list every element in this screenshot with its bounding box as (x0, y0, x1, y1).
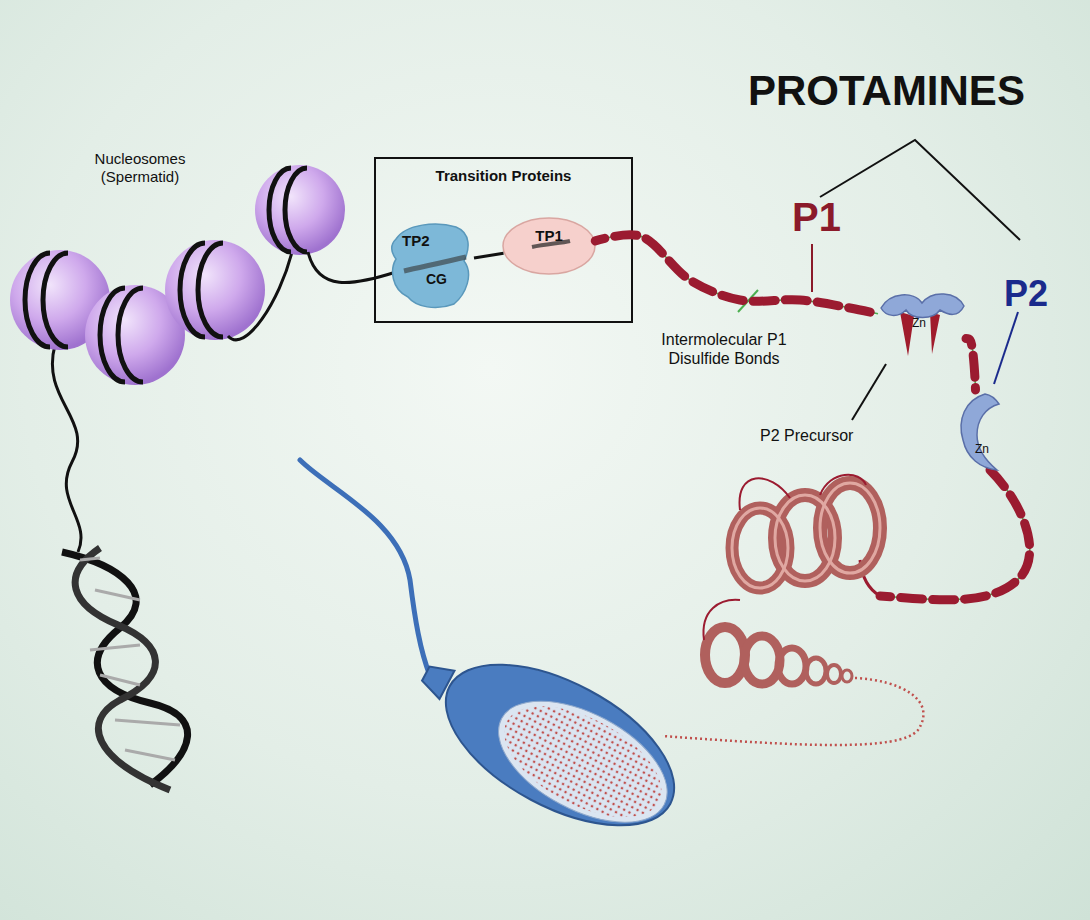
toroid (842, 670, 852, 682)
dna-wrap (100, 288, 143, 382)
linker-dna (228, 252, 292, 340)
annotation-label: P1 (792, 193, 841, 241)
helix-rung (125, 750, 175, 760)
toroid-link (740, 475, 866, 510)
protein-ellipse: TP1 (502, 217, 596, 275)
protein-blob: TP2CG (386, 219, 474, 311)
helix-rung (90, 645, 140, 650)
helix-rungs (80, 558, 180, 760)
protamine-beads (880, 470, 1030, 600)
toroid-highlight (820, 483, 880, 573)
packed-chromatin (487, 683, 679, 840)
dna-strand (474, 253, 503, 258)
helix-rung (115, 720, 180, 725)
nucleosome (255, 165, 345, 255)
leader-line (994, 312, 1018, 384)
toroid (827, 665, 841, 683)
protamine-toroids (703, 475, 880, 684)
bracket (820, 140, 1020, 240)
node-text: Transition Proteins (376, 167, 631, 184)
nucleosomes (10, 165, 345, 385)
node-text: CG (426, 271, 447, 287)
tp1-ellipse (503, 218, 595, 274)
annotation-label: Nucleosomes (Spermatid) (80, 150, 200, 186)
linker-dna (308, 252, 396, 283)
helix-rung (100, 675, 140, 685)
protamine-beads (966, 339, 975, 390)
helix-rung (80, 558, 100, 560)
annotation-label: P2 (1004, 272, 1048, 315)
protamine-beads (595, 235, 975, 390)
nucleosome (165, 240, 265, 340)
dna-wrap (269, 168, 307, 252)
toroid-highlight (775, 495, 835, 581)
helix-rung (95, 590, 140, 600)
toroid-link (703, 600, 740, 640)
toroid-highlight (732, 508, 788, 588)
nucleus (479, 676, 687, 847)
toroid (806, 658, 826, 684)
dna-helix (62, 548, 188, 790)
dotted-chromatin (662, 678, 923, 745)
dna-wrap (180, 243, 223, 337)
node-text: Zn (912, 316, 926, 330)
helix-strand (62, 552, 188, 785)
dna-strand (52, 345, 81, 552)
leader-line (738, 290, 758, 312)
leader-line (852, 364, 886, 420)
connectors (474, 235, 975, 390)
protamine-linker (880, 470, 1030, 600)
transition-box: TP2CG TP1 Transition Proteins (374, 157, 633, 323)
p2-precursor-body (881, 294, 964, 318)
dna-wrap (25, 253, 68, 347)
toroid (778, 648, 806, 684)
protamine-linker (966, 339, 975, 390)
p2-precursor-spike (900, 312, 940, 356)
node-shape (955, 390, 1005, 472)
sperm-head (397, 619, 700, 859)
zinc-site: Zn (878, 288, 966, 358)
sperm-head-outline (421, 632, 700, 859)
node-shape (502, 217, 596, 275)
node-text: Zn (975, 442, 989, 456)
p2-crescent (961, 394, 999, 470)
annotation-label: P2 Precursor (760, 426, 853, 445)
toroid (820, 483, 880, 573)
leader-line (811, 244, 813, 292)
node-text: TP1 (502, 227, 596, 244)
dna-smear (404, 257, 466, 271)
toroid (705, 627, 745, 683)
tp2-blob (392, 224, 469, 307)
node-shape (386, 219, 474, 311)
sperm-tail (300, 460, 430, 676)
annotation-label: Intermolecular P1 Disulfide Bonds (636, 330, 812, 368)
node-text: TP2 (402, 232, 430, 249)
zinc-site: Zn (955, 390, 1005, 472)
group-heading: PROTAMINES (748, 66, 1025, 116)
protamine-beads (595, 235, 878, 314)
toroid (744, 636, 780, 684)
protamine-linker (595, 235, 878, 314)
helix-strand (75, 548, 170, 790)
